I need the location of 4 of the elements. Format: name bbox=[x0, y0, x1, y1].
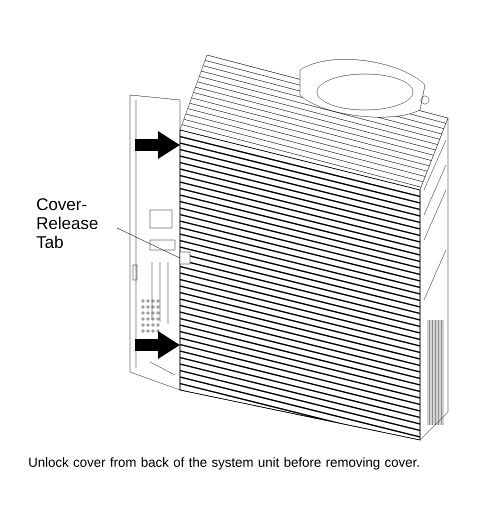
caption: Unlock cover from back of the system unit before removing cover. bbox=[29, 457, 419, 470]
cover-release-tab bbox=[180, 252, 190, 264]
part-label: Cover- Release Tab bbox=[36, 198, 98, 248]
leader-line bbox=[116, 228, 180, 258]
